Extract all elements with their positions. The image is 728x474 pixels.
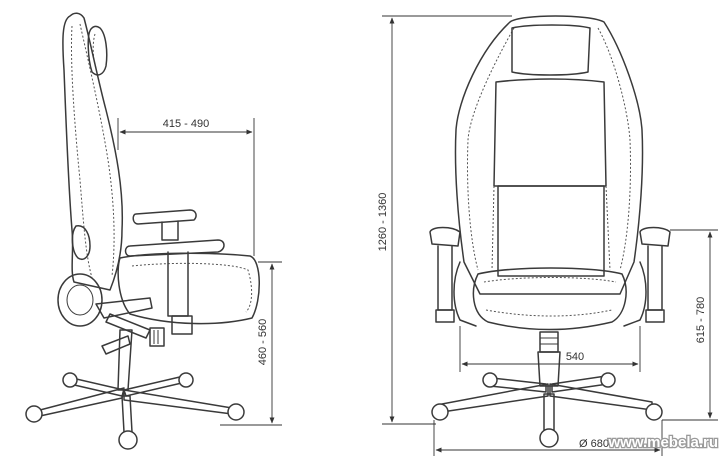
side-backrest-stitch-1	[70, 25, 93, 279]
side-caster-2	[227, 403, 245, 421]
front-armrest-left-bracket	[435, 309, 455, 323]
side-caster-3	[62, 372, 78, 388]
front-seat-stitch-bottom	[485, 309, 613, 317]
front-caster-1	[431, 403, 449, 421]
front-caster-4	[600, 372, 616, 388]
side-tilt-mechanism	[95, 297, 153, 319]
side-seat-stitch	[131, 262, 253, 313]
front-height-label: 1260 - 1360	[377, 193, 389, 252]
front-headrest	[511, 24, 591, 76]
front-height-dimension: 1260 - 1360	[377, 15, 512, 425]
front-gas-lift-sleeve	[539, 331, 559, 353]
side-view-chair	[25, 12, 260, 450]
side-base-leg-4	[123, 375, 187, 397]
front-backrest-shell	[454, 15, 644, 295]
front-armrest-right-bracket	[645, 309, 665, 323]
side-recline-knob	[57, 273, 103, 327]
front-armrest-left-post	[437, 245, 453, 311]
side-recline-knob-inner	[66, 284, 94, 316]
side-lift-lever	[101, 335, 131, 355]
side-armrest-post-top	[161, 220, 179, 241]
side-tilt-lever	[105, 313, 151, 339]
front-caster-2	[645, 403, 663, 421]
side-tilt-control	[149, 327, 165, 347]
side-caster-1	[25, 405, 43, 423]
front-seat-width-dimension: 540	[459, 326, 641, 372]
front-backrest-stitch-right	[597, 27, 632, 271]
front-backrest-stitch-left	[466, 27, 515, 271]
front-base-leg-2	[549, 383, 653, 411]
watermark: www.mebela.ru	[606, 433, 719, 453]
front-base-leg-1	[441, 383, 549, 413]
front-caster-5	[539, 428, 559, 448]
front-seat-stitch-top	[483, 277, 617, 283]
side-depth-dimension: 415 - 490	[117, 118, 255, 256]
front-bolster-left	[453, 261, 477, 327]
side-armrest-pad	[132, 209, 197, 225]
side-seat-cushion	[117, 252, 260, 325]
front-base-diameter-dimension: Ø 680	[433, 420, 663, 456]
front-back-panel-stitch	[491, 185, 611, 271]
side-base-leg-3	[69, 377, 125, 397]
side-lumbar-cushion	[71, 225, 91, 260]
front-seat-cushion	[472, 267, 627, 331]
front-armrest-height-dimension: 615 - 780	[662, 229, 718, 421]
front-caster-3	[482, 372, 498, 388]
side-base-leg-5	[121, 395, 133, 433]
front-seat-width-label: 540	[566, 351, 584, 363]
side-armrest-bracket	[171, 315, 193, 335]
side-armrest-support	[167, 251, 189, 317]
side-depth-label: 415 - 490	[163, 118, 209, 130]
front-armrest-right-pad	[639, 226, 671, 247]
side-base-leg-1	[39, 387, 125, 417]
side-armrest-lower	[124, 239, 225, 257]
front-armrest-height-label: 615 - 780	[695, 297, 707, 343]
front-gas-lift	[537, 351, 561, 387]
side-caster-5	[118, 430, 138, 450]
side-seat-height-label: 460 - 560	[257, 319, 269, 365]
front-view-chair	[429, 15, 671, 448]
side-seat-height-dimension: 460 - 560	[220, 261, 282, 426]
side-caster-4	[178, 372, 194, 388]
front-armrest-left-pad	[429, 226, 461, 247]
front-base-diameter-label: Ø 680	[579, 438, 609, 450]
watermark-text: www.mebela.ru	[608, 434, 718, 451]
side-headrest-stitch	[92, 33, 97, 69]
front-bolster-right	[623, 261, 647, 327]
front-back-panel-lower	[497, 185, 605, 277]
front-base-leg-5	[543, 393, 555, 431]
front-back-panel-upper	[493, 78, 607, 187]
side-base-leg-2	[123, 389, 233, 415]
side-headrest-pillow	[87, 25, 108, 76]
front-armrest-right-post	[647, 245, 663, 311]
